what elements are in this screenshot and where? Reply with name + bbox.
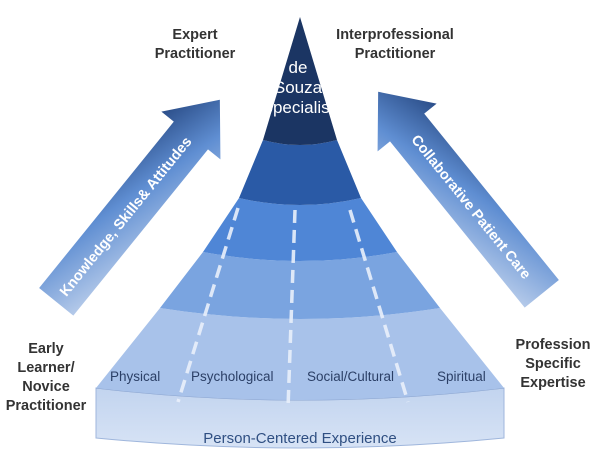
corner-top-left: Expert Practitioner bbox=[155, 27, 236, 62]
tier-blue bbox=[203, 198, 397, 261]
corner-top-right: Interprofessional Practitioner bbox=[336, 27, 454, 62]
tier-mid bbox=[239, 140, 361, 205]
corner-bottom-right-line-1: Profession bbox=[516, 337, 591, 353]
corner-top-right-line-2: Practitioner bbox=[355, 46, 436, 62]
base-label: Person-Centered Experience bbox=[203, 430, 396, 447]
dimension-spiritual: Spiritual bbox=[437, 369, 486, 384]
peak-line-2: Souza bbox=[274, 78, 323, 97]
corner-bottom-left-line-4: Practitioner bbox=[6, 398, 87, 414]
corner-bottom-left-line-1: Early bbox=[28, 341, 63, 357]
corner-bottom-left-line-3: Novice bbox=[22, 379, 70, 395]
dimension-psychological: Psychological bbox=[191, 369, 274, 384]
corner-bottom-left-line-2: Learner/ bbox=[17, 360, 74, 376]
corner-bottom-right: Profession Specific Expertise bbox=[516, 337, 591, 391]
dimension-physical: Physical bbox=[110, 369, 160, 384]
dimension-social-cultural: Social/Cultural bbox=[307, 369, 394, 384]
corner-bottom-right-line-2: Specific bbox=[525, 356, 581, 372]
pyramid-tiers bbox=[96, 17, 504, 400]
corner-top-right-line-1: Interprofessional bbox=[336, 27, 454, 43]
corner-bottom-right-line-3: Expertise bbox=[520, 375, 585, 391]
tier-light bbox=[160, 252, 440, 319]
dimension-dividers bbox=[176, 207, 410, 409]
corner-bottom-left: Early Learner/ Novice Practitioner bbox=[6, 341, 87, 414]
peak-line-1: de bbox=[289, 58, 308, 77]
tier-dark bbox=[263, 17, 337, 145]
corner-top-left-line-1: Expert bbox=[172, 27, 217, 43]
arrow-right-label: Collaborative Patient Care bbox=[408, 132, 534, 282]
arrow-left-label: Knowledge, Skills& Attitudes bbox=[57, 134, 195, 300]
peak-line-3: Specialist bbox=[262, 98, 335, 117]
tier-pale bbox=[96, 308, 504, 400]
corner-top-left-line-2: Practitioner bbox=[155, 46, 236, 62]
